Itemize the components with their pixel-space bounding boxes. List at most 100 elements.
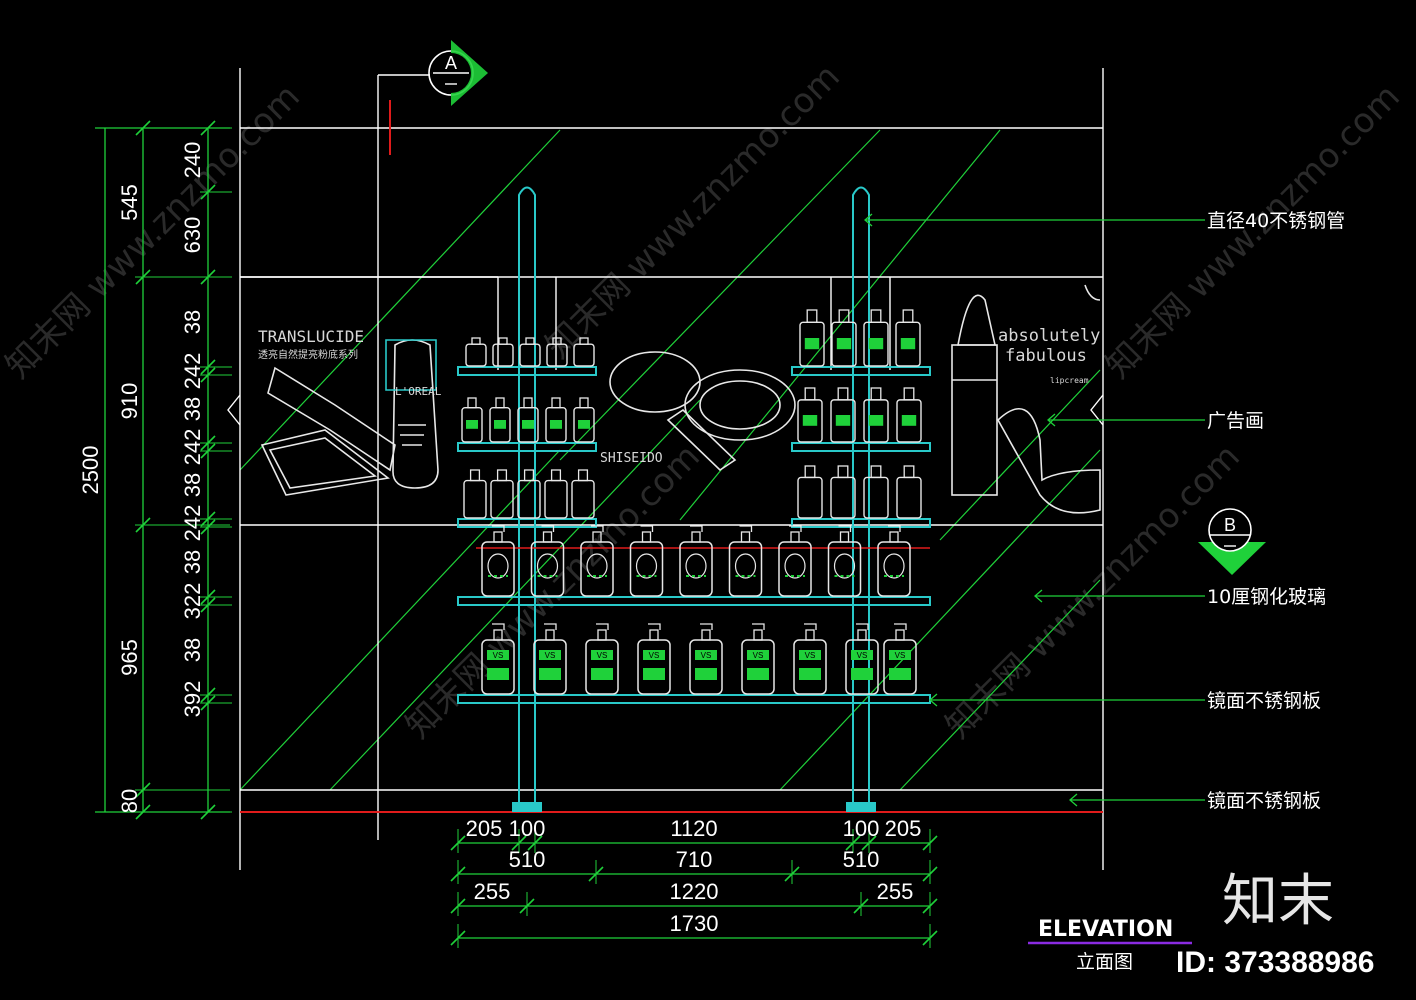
dim-tier2-label: 38 (180, 638, 205, 662)
section-marker-a: A (428, 40, 488, 106)
watermark-id: ID: 373388986 (1176, 946, 1375, 979)
dim-tier2-label: 240 (180, 142, 205, 179)
product-bottle (863, 387, 889, 443)
product-bottle (863, 465, 889, 519)
product-pump-bottle: VS (481, 623, 515, 695)
product-pump-bottle (580, 525, 614, 597)
product-bottle (519, 337, 541, 367)
product-bottle (863, 309, 889, 367)
dim-bottom-label: 205 (885, 816, 922, 841)
product-bottle (799, 309, 825, 367)
poster-sub-text: 透亮自然提亮粉底系列 (258, 348, 358, 361)
dim-tier2-label: 630 (180, 217, 205, 254)
product-bottle (830, 465, 856, 519)
annotation-tempered-glass: 10厘钢化玻璃 (1207, 586, 1326, 608)
dim-tier1-label: 80 (117, 789, 142, 813)
product-bottle (573, 397, 595, 443)
dim-bottom-label: 1730 (670, 911, 719, 936)
dim-bottom-label: 205 (466, 816, 503, 841)
pump-bottle-label: VS (597, 651, 608, 660)
dim-bottom-label: 510 (509, 847, 546, 872)
dim-tier2-label: 38 (180, 550, 205, 574)
product-pump-bottle (778, 525, 812, 597)
product-bottle (831, 309, 857, 367)
watermark-layer: 知末网 www.znzmo.com 知末网 www.znzmo.com 知末网 … (0, 57, 1408, 747)
product-pump-bottle: VS (845, 623, 879, 695)
glass-shelves (457, 366, 931, 704)
poster-right (951, 284, 1101, 514)
pump-bottle-label: VS (701, 651, 712, 660)
product-pump-bottle (481, 525, 515, 597)
product-bottle (797, 387, 823, 443)
frame-lines (227, 68, 1104, 870)
product-pump-bottle (877, 525, 911, 597)
poster-brand-translucide: TRANSLUCIDE (258, 327, 364, 346)
dim-tier2-label: 242 (180, 505, 205, 542)
dim-tier1-label: 545 (117, 184, 142, 221)
pump-bottle-label: VS (857, 651, 868, 660)
product-pump-bottle (530, 525, 565, 597)
product-bottle (896, 387, 922, 443)
section-marker-b: B (1198, 508, 1266, 575)
dim-tier1-label: 910 (117, 383, 142, 420)
section-marker-label: A (445, 53, 457, 73)
product-bottle (545, 397, 567, 443)
pump-bottle-label: VS (753, 651, 764, 660)
dim-tier1-label: 965 (117, 639, 142, 676)
poster-text-absolutely: absolutely (998, 326, 1100, 346)
annotation-steel-pipe: 直径40不锈钢管 (1207, 210, 1345, 232)
poster-bottle-brand: L'OREAL (395, 385, 442, 398)
product-pump-bottle (728, 525, 763, 597)
pump-bottle-label: VS (493, 651, 504, 660)
poster-left (260, 339, 439, 496)
product-bottle (573, 337, 595, 367)
dim-tier2-label: 242 (180, 429, 205, 466)
dim-tier2-label: 38 (180, 397, 205, 421)
title-chinese: 立面图 (1076, 951, 1133, 973)
product-bottle (544, 469, 568, 519)
product-bottle (797, 465, 823, 519)
product-bottle (517, 469, 541, 519)
product-pump-bottle: VS (793, 623, 827, 695)
dim-bottom-label: 255 (877, 879, 914, 904)
poster-text-fabulous: fabulous (1005, 346, 1087, 366)
dim-tier2-label: 38 (180, 310, 205, 334)
product-bottle (517, 397, 539, 443)
dim-tier2-label: 242 (180, 353, 205, 390)
product-pump-bottle (827, 525, 862, 597)
title-elevation: ELEVATION (1038, 917, 1173, 942)
dim-bottom-label: 1220 (670, 879, 719, 904)
watermark-logo: 知末 (1222, 869, 1334, 934)
pump-bottle-label: VS (545, 651, 556, 660)
pump-bottle-label: VS (649, 651, 660, 660)
poster-text-lipcream: lipcream (1050, 376, 1089, 385)
dim-tier2-label: 392 (180, 681, 205, 718)
product-bottle (492, 337, 514, 367)
dim-bottom-label: 255 (474, 879, 511, 904)
dimension-chain-left: 2500545910965802406303824238242382423832… (78, 120, 232, 820)
dim-tier2-label: 38 (180, 473, 205, 497)
product-bottle (571, 469, 595, 519)
dim-bottom-label: 100 (843, 816, 880, 841)
annotation-steel-plate: 镜面不锈钢板 (1207, 790, 1321, 812)
product-bottle (896, 465, 922, 519)
product-bottle (465, 337, 487, 367)
annotation-steel-plate: 镜面不锈钢板 (1207, 690, 1321, 712)
dim-bottom-label: 1120 (670, 816, 717, 841)
product-pump-bottle (629, 525, 664, 597)
dim-bottom-label: 510 (843, 847, 880, 872)
poster-brand-shiseido: SHISEIDO (600, 451, 663, 466)
dim-bottom-label: 710 (676, 847, 713, 872)
product-bottle (489, 397, 511, 443)
product-bottle (830, 387, 856, 443)
annotation-leaders (864, 213, 1205, 807)
pump-bottle-label: VS (895, 651, 906, 660)
annotation-poster: 广告画 (1207, 410, 1264, 432)
dim-bottom-label: 100 (509, 816, 546, 841)
pump-bottle-label: VS (805, 651, 816, 660)
product-pump-bottle: VS (883, 623, 917, 695)
glass-hatch (239, 129, 1101, 791)
product-group-small (461, 309, 922, 519)
